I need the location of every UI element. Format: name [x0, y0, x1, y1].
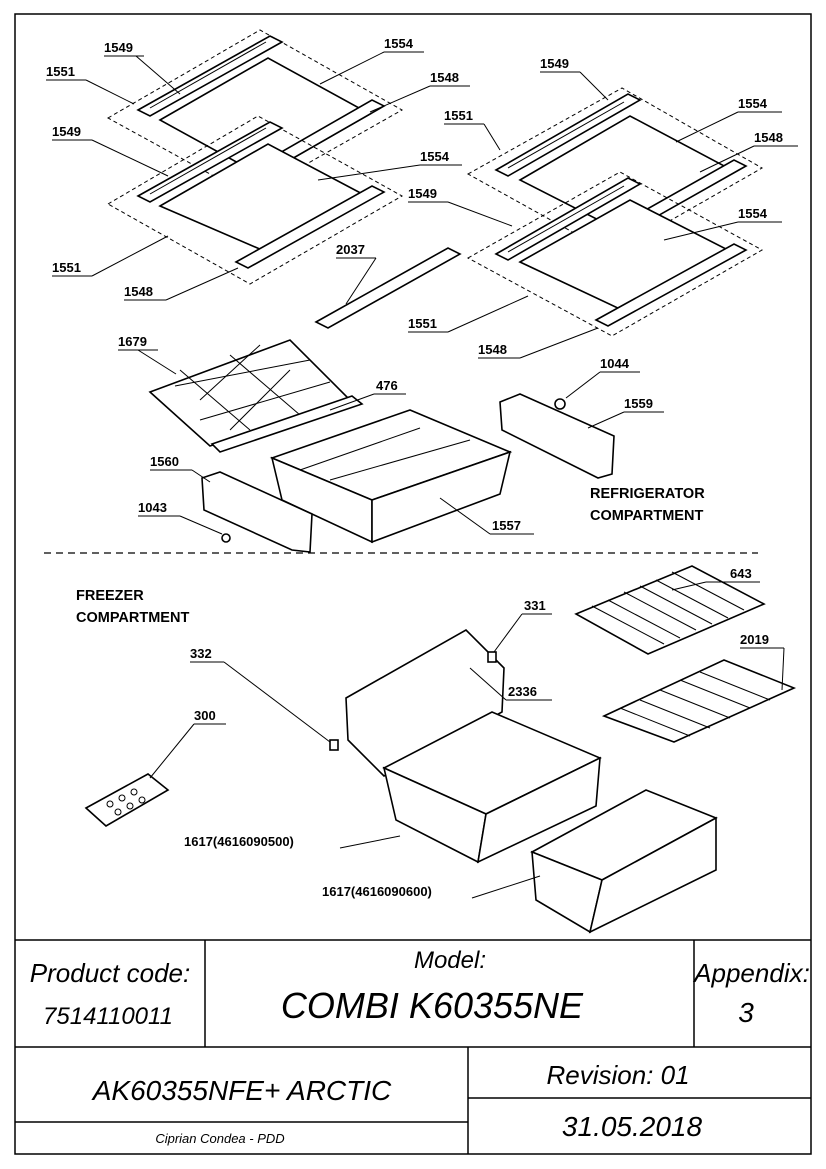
leader-lines — [46, 51, 798, 899]
variant-name: AK60355NFE+ ARCTIC — [91, 1075, 392, 1106]
appendix-label: Appendix: — [692, 958, 810, 988]
freezer-flap-2336 — [345, 629, 505, 777]
callout-1551-a: 1551 — [46, 64, 75, 79]
callout-1548-a: 1548 — [430, 70, 459, 85]
callout-476: 476 — [376, 378, 398, 393]
callout-1554-b: 1554 — [420, 149, 450, 164]
callout-1560: 1560 — [150, 454, 179, 469]
ice-tray-300 — [84, 773, 170, 827]
door-part-1559 — [499, 393, 615, 479]
callout-1043: 1043 — [138, 500, 167, 515]
model-label: Model: — [414, 947, 486, 974]
crisper-drawer-1557 — [269, 409, 513, 544]
callout-1617-b: 1617(4616090600) — [322, 884, 432, 899]
shelf-assembly-lower-right — [466, 171, 764, 337]
freezer-heading-line2: COMPARTMENT — [76, 610, 189, 626]
callout-1549-b: 1549 — [52, 124, 81, 139]
callout-1549-c: 1549 — [540, 56, 569, 71]
revision: Revision: 01 — [546, 1060, 689, 1090]
callout-1679: 1679 — [118, 334, 147, 349]
callout-1549-a: 1549 — [104, 40, 133, 55]
callout-1554-c: 1554 — [738, 96, 768, 111]
callout-1548-c: 1548 — [754, 130, 783, 145]
product-code-value: 7514110011 — [43, 1003, 173, 1030]
callout-1551-b: 1551 — [52, 260, 81, 275]
callout-2336: 2336 — [508, 684, 537, 699]
clip-332 — [329, 739, 339, 751]
callout-1559: 1559 — [624, 396, 653, 411]
callout-1554-d: 1554 — [738, 206, 768, 221]
cover-trim-476 — [210, 395, 364, 453]
callout-300: 300 — [194, 708, 216, 723]
refrigerator-heading-line2: COMPARTMENT — [590, 508, 703, 524]
freezer-heading-line1: FREEZER — [76, 588, 144, 604]
rail-2037 — [314, 247, 462, 329]
model-value: COMBI K60355NE — [281, 985, 584, 1026]
callout-1617-a: 1617(4616090500) — [184, 834, 294, 849]
callout-2037: 2037 — [336, 242, 365, 257]
callout-2019: 2019 — [740, 632, 769, 647]
callout-332: 332 — [190, 646, 212, 661]
freezer-drawer-upper — [382, 711, 602, 864]
clip-331 — [487, 651, 497, 663]
freezer-drawer-lower — [530, 789, 718, 934]
shelf-assembly-lower-left — [106, 115, 404, 285]
callout-1548-b: 1548 — [124, 284, 153, 299]
callout-labels: 1549 1554 1551 1548 1549 1554 1551 1548 … — [46, 36, 783, 899]
side-panel-1560 — [201, 471, 313, 553]
callout-1548-d: 1548 — [478, 342, 507, 357]
callout-1551-c: 1551 — [444, 108, 473, 123]
crisper-cover-glass — [148, 339, 352, 447]
appendix-value: 3 — [738, 997, 754, 1028]
callout-643: 643 — [730, 566, 752, 581]
callout-331: 331 — [524, 598, 546, 613]
callout-1554-a: 1554 — [384, 36, 414, 51]
callout-1044: 1044 — [600, 356, 630, 371]
title-block: Product code: 7514110011 Model: COMBI K6… — [15, 939, 811, 1154]
wire-shelf-2019 — [601, 659, 797, 743]
callout-1557: 1557 — [492, 518, 521, 533]
callout-1549-d: 1549 — [408, 186, 437, 201]
callout-1551-d: 1551 — [408, 316, 437, 331]
clip-1043 — [221, 533, 231, 543]
wire-shelf-643 — [574, 565, 766, 655]
refrigerator-heading-line1: REFRIGERATOR — [590, 486, 705, 502]
date: 31.05.2018 — [562, 1111, 703, 1142]
product-code-label: Product code: — [30, 958, 190, 988]
sheet-border — [14, 13, 812, 1155]
author: Ciprian Condea - PDD — [155, 1131, 284, 1146]
clip-1044 — [554, 398, 566, 410]
